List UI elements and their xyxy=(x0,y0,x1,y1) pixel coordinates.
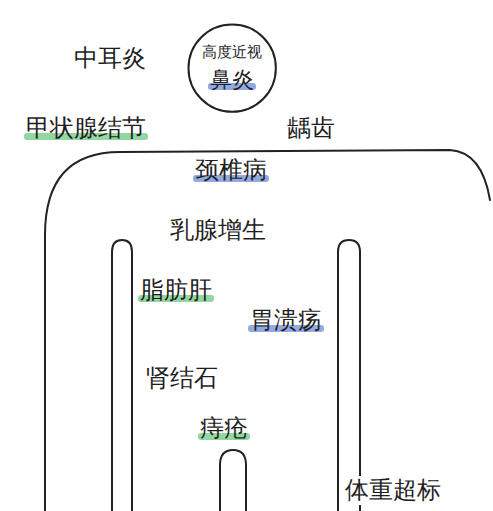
disease-label: 乳腺增生 xyxy=(170,216,266,245)
highlight-stroke xyxy=(138,295,214,302)
disease-label: 体重超标 xyxy=(343,476,443,505)
torso-outline xyxy=(45,150,490,511)
head-text: 高度近视 xyxy=(202,43,262,61)
disease-label: 痔疮 xyxy=(200,414,248,443)
highlight-stroke xyxy=(198,433,250,440)
disease-label: 龋齿 xyxy=(287,114,335,143)
disease-label: 胃溃疡 xyxy=(250,306,322,335)
head-text: 鼻炎 xyxy=(210,67,254,93)
head-circle: 高度近视鼻炎 xyxy=(187,23,277,113)
right-arm-line xyxy=(338,240,360,511)
highlight-stroke xyxy=(24,133,148,140)
highlight-stroke xyxy=(248,325,324,332)
disease-label: 脂肪肝 xyxy=(140,276,212,305)
highlight-stroke xyxy=(208,83,256,90)
disease-label: 中耳炎 xyxy=(74,44,146,73)
highlight-stroke xyxy=(193,175,269,182)
disease-label: 颈椎病 xyxy=(195,156,267,185)
disease-label: 肾结石 xyxy=(146,364,218,393)
leg-gap-line xyxy=(220,450,246,511)
left-arm-line xyxy=(112,240,132,511)
disease-label: 甲状腺结节 xyxy=(26,114,146,143)
